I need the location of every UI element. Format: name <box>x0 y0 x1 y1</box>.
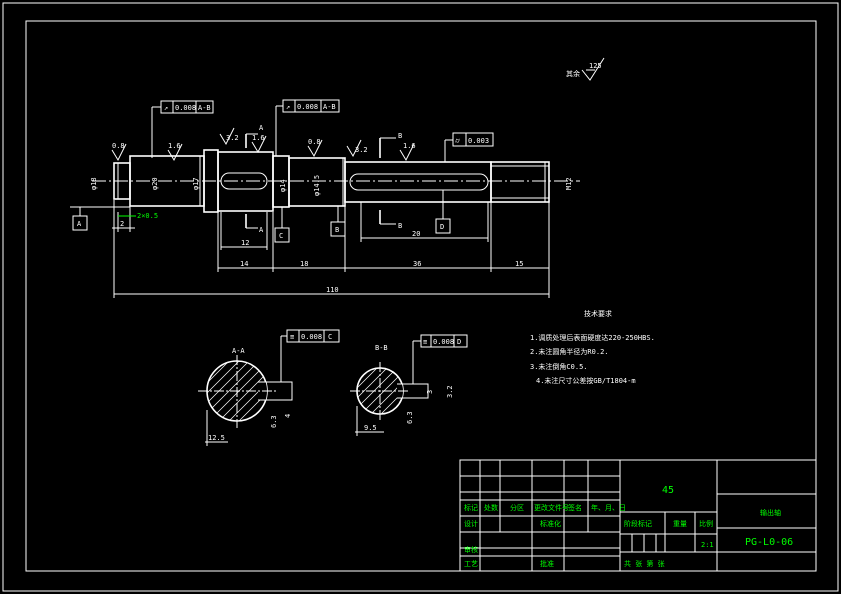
tb-design: 设计 <box>464 519 478 528</box>
section-b-arrow-top: B <box>398 132 402 140</box>
tb-col-changefile: 更改文件号 <box>534 503 569 512</box>
tb-process: 工艺 <box>464 560 478 568</box>
dim-l3: 36 <box>413 260 421 268</box>
sec-b-rough: 6.3 <box>406 411 414 424</box>
tb-approve: 批准 <box>540 559 554 568</box>
section-b-title: B-B <box>375 344 388 352</box>
ra-7: 3.2 <box>355 146 368 154</box>
tol-2-datum: A-B <box>323 103 336 111</box>
section-b-arrow-bottom: B <box>398 222 402 230</box>
svg-text:≡: ≡ <box>423 338 427 346</box>
inner-border <box>25 20 817 572</box>
datum-d: D <box>440 223 444 231</box>
tech-title: 技术要求 <box>584 309 612 318</box>
tech-item-4: 4.未注尺寸公差按GB/T1804-m <box>536 376 636 385</box>
dim-key1: 12 <box>241 239 249 247</box>
tb-weight: 重量 <box>673 520 687 528</box>
dim-l2: 18 <box>300 260 308 268</box>
sec-a-depth: 4 <box>284 414 292 418</box>
tol-3-value: 0.003 <box>468 137 489 145</box>
tol-sym-a-datum: C <box>328 333 332 341</box>
svg-text:≡: ≡ <box>290 333 294 341</box>
ra-2: 1.6 <box>168 142 181 150</box>
tb-material: 45 <box>662 485 674 496</box>
sec-a-width: 12.5 <box>208 434 225 442</box>
tb-standard: 标准化 <box>540 519 561 528</box>
section-a-title: A-A <box>232 347 245 355</box>
datum-b: B <box>335 226 339 234</box>
tb-col-date: 年、月、日 <box>591 503 626 512</box>
svg-text:↗: ↗ <box>286 103 290 111</box>
tolerance-frames-top: ↗ 0.008 A-B ↗ 0.008 A-B ⌭ 0.003 <box>151 99 494 162</box>
section-aa: A-A ≡ 0.008 C 12.5 4 6.3 <box>198 329 340 446</box>
tb-scale: 2:1 <box>701 541 714 549</box>
tb-stage: 阶段标记 <box>624 519 652 528</box>
tech-item-1: 1.调质处理后表面硬度达220-250HBS. <box>530 333 655 342</box>
tb-drawing-no: PG-L0-06 <box>745 537 793 548</box>
tb-part-name: 输出轴 <box>760 508 781 517</box>
datum-c: C <box>279 232 283 240</box>
section-a-arrow-top: A <box>259 124 264 132</box>
sec-b-height: 3.2 <box>446 385 454 398</box>
tb-sheets: 共 张 第 张 <box>624 559 665 568</box>
tech-item-3: 3.未注倒角C0.5. <box>530 362 588 371</box>
dim-d-left: φ18 <box>90 177 98 190</box>
main-dimensions: 14 18 36 15 110 12 20 2 2×0.5 φ18 φ20 φ1… <box>90 175 573 298</box>
dim-l1: 14 <box>240 260 248 268</box>
dim-d-seat: φ14.5 <box>313 175 321 196</box>
tb-col-zone: 分区 <box>510 503 524 512</box>
sec-b-depth: 3 <box>426 390 434 394</box>
dim-d-mid: φ17 <box>192 177 200 190</box>
tol-1-value: 0.008 <box>175 104 196 112</box>
datums: A B C D <box>70 190 451 243</box>
tol-2-value: 0.008 <box>297 103 318 111</box>
ra-1: 0.8 <box>112 142 125 150</box>
title-block: 45 输出轴 PG-L0-06 标记 处数 分区 更改文件号 签名 年、月、日 … <box>459 459 817 572</box>
ra-3: 1.6 <box>252 134 265 142</box>
dim-d-collar: φ14 <box>279 179 287 192</box>
tol-sym-b-datum: D <box>457 338 461 346</box>
ra-6: 1.6 <box>403 142 416 150</box>
sec-a-rough: 6.3 <box>270 415 278 428</box>
dim-chamfer: 2×0.5 <box>137 212 158 220</box>
dim-d-thread: M12 <box>565 177 573 190</box>
roughness-general-value: 125 <box>589 62 602 70</box>
svg-text:↗: ↗ <box>164 104 168 112</box>
tol-sym-a-value: 0.008 <box>301 333 322 341</box>
shaft-main-view <box>92 149 580 213</box>
tb-ratio: 比例 <box>699 519 713 528</box>
tb-col-sign: 签名 <box>568 503 582 512</box>
ra-4: 0.8 <box>308 138 321 146</box>
tb-review: 审核 <box>464 545 478 554</box>
section-a-arrow-bottom: A <box>259 226 264 234</box>
dim-key2: 20 <box>412 230 420 238</box>
tech-item-2: 2.未注圆角半径为R0.2. <box>530 347 609 356</box>
roughness-prefix: 其余 <box>566 69 580 78</box>
roughness-symbols: 0.8 1.6 1.6 0.8 3.2 1.6 3.2 <box>111 127 416 162</box>
sec-b-width: 9.5 <box>364 424 377 432</box>
dim-l4: 15 <box>515 260 523 268</box>
general-roughness: 其余 125 <box>566 57 605 81</box>
tb-col-mark: 标记 <box>464 503 478 512</box>
dim-total: 110 <box>326 286 339 294</box>
dim-step: 2 <box>120 220 124 228</box>
section-bb: B-B ≡ 0.008 D 9.5 3 3.2 6.3 <box>350 334 468 436</box>
tb-col-count: 处数 <box>484 503 498 512</box>
ra-5: 3.2 <box>226 134 239 142</box>
technical-requirements: 技术要求 1.调质处理后表面硬度达220-250HBS. 2.未注圆角半径为R0… <box>530 309 655 385</box>
tol-sym-b-value: 0.008 <box>433 338 454 346</box>
svg-text:⌭: ⌭ <box>455 137 460 145</box>
tol-1-datum: A-B <box>198 104 211 112</box>
datum-a: A <box>77 220 82 228</box>
section-markers: A A B B <box>245 124 402 234</box>
dim-d-left2: φ20 <box>151 177 159 190</box>
